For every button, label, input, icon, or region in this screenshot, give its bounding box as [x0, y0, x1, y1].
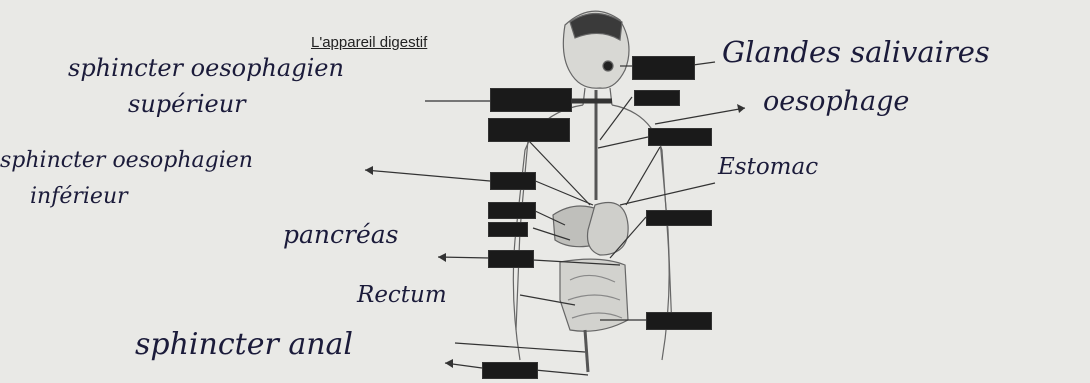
hidden-label-box	[488, 222, 528, 237]
label-pancreas: pancréas	[283, 222, 399, 247]
page-title: L'appareil digestif	[311, 34, 427, 51]
hidden-label-box	[648, 128, 712, 146]
hidden-label-box	[634, 90, 680, 106]
hidden-label-box	[488, 250, 534, 268]
label-rectum: Rectum	[357, 284, 447, 307]
label-sphincter-inferieur-line1: sphincter oesophagien	[0, 150, 253, 172]
label-sphincter-inferieur-line2: inférieur	[30, 186, 128, 208]
label-sphincter-superieur-line1: sphincter oesophagien	[68, 56, 344, 80]
label-glandes-salivaires: Glandes salivaires	[722, 38, 990, 67]
hidden-label-box	[488, 118, 570, 142]
label-sphincter-superieur-line2: supérieur	[128, 92, 246, 116]
hidden-label-box	[490, 172, 536, 190]
hidden-label-box	[646, 312, 712, 330]
hidden-label-box	[488, 202, 536, 219]
label-estomac: Estomac	[718, 156, 818, 179]
hidden-label-box	[490, 88, 572, 112]
hidden-label-box	[482, 362, 538, 379]
label-sphincter-anal: sphincter anal	[135, 330, 353, 360]
label-oesophage: oesophage	[763, 88, 909, 115]
hidden-label-box	[632, 56, 695, 80]
hidden-label-box	[646, 210, 712, 226]
